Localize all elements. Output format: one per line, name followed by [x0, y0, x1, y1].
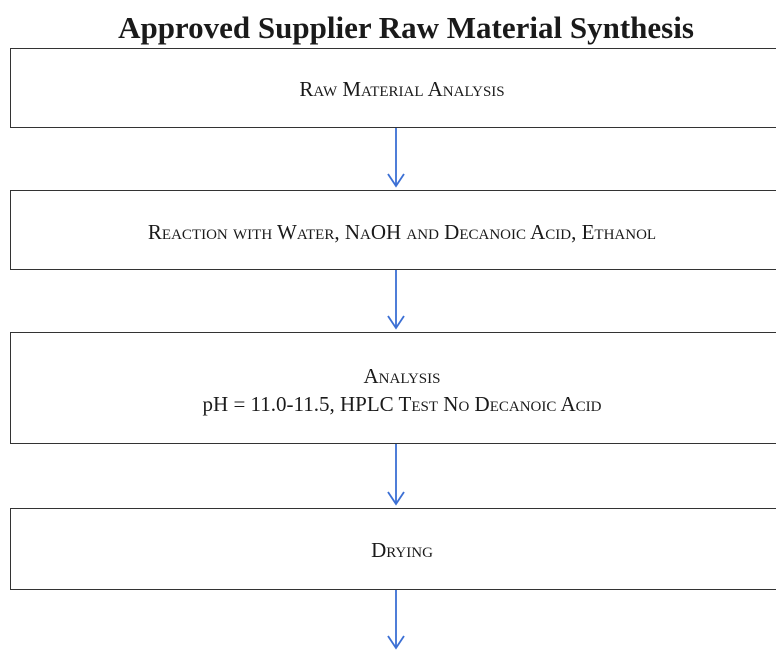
step-box-analysis: Analysis pH = 11.0-11.5, HPLC Test No De… [10, 332, 776, 444]
step-box-reaction: Reaction with Water, NaOH and Decanoic A… [10, 190, 776, 270]
step-label: Raw Material Analysis [299, 77, 505, 101]
step-label: Analysis [363, 364, 441, 388]
flow-arrow [384, 128, 408, 190]
flow-arrow [384, 444, 408, 508]
step-label: Reaction with Water, NaOH and Decanoic A… [147, 220, 657, 244]
step-box-drying: Drying [10, 508, 776, 590]
step-sublabel: pH = 11.0-11.5, HPLC Test No Decanoic Ac… [11, 391, 776, 417]
diagram-title: Approved Supplier Raw Material Synthesis [118, 10, 694, 45]
down-arrow-icon [387, 444, 405, 506]
hplc-test: HPLC Test No Decanoic Acid [339, 392, 602, 416]
flow-arrow [384, 270, 408, 332]
step-label: Drying [371, 538, 433, 562]
down-arrow-icon [387, 128, 405, 188]
down-arrow-icon [387, 270, 405, 330]
down-arrow-icon [387, 590, 405, 650]
step-box-raw-material-analysis: Raw Material Analysis [10, 48, 776, 128]
ph-range: pH = 11.0-11.5, [202, 392, 340, 416]
flow-arrow [384, 590, 408, 652]
